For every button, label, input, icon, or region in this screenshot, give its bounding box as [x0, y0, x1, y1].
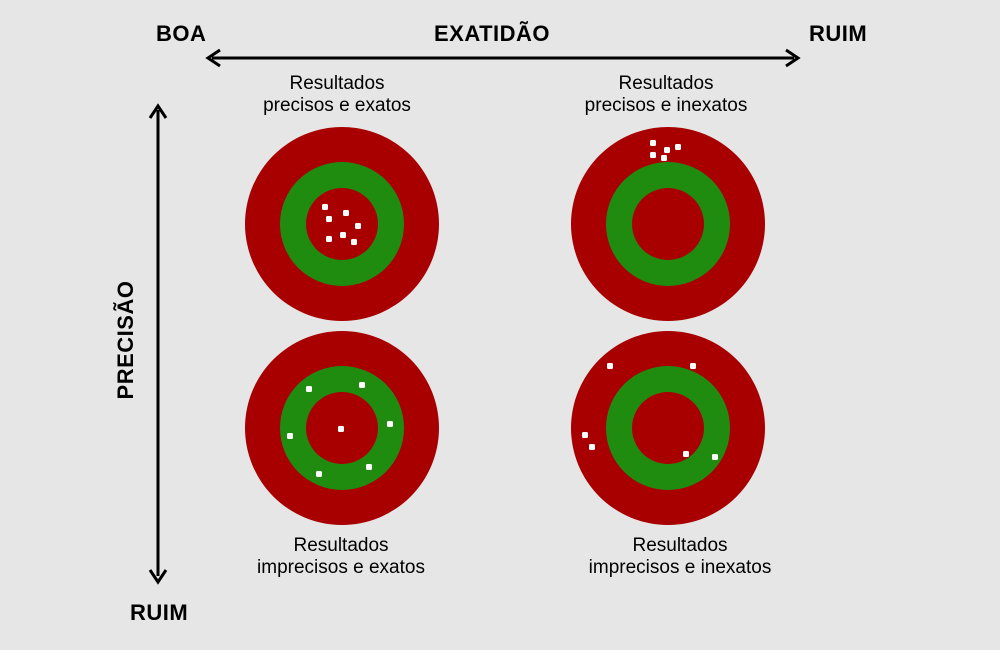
- caption-precise-accurate: Resultados precisos e exatos: [263, 73, 411, 116]
- accuracy-good-label: BOA: [156, 21, 207, 46]
- target-imprecise-inaccurate: [571, 331, 765, 525]
- target-precise-accurate: [245, 127, 439, 321]
- hit-marks: [650, 140, 681, 161]
- caption-imprecise-accurate: Resultados imprecisos e exatos: [257, 535, 425, 578]
- precision-axis-title: PRECISÃO: [113, 280, 138, 400]
- target-imprecise-accurate: [245, 331, 439, 525]
- hit-marks: [582, 363, 718, 460]
- caption-precise-inaccurate: Resultados precisos e inexatos: [584, 73, 748, 116]
- precision-bad-label: RUIM: [130, 600, 189, 625]
- caption-imprecise-inaccurate: Resultados imprecisos e inexatos: [588, 535, 772, 578]
- hit-marks: [322, 204, 361, 245]
- target-precise-inaccurate: [571, 127, 765, 321]
- accuracy-arrow: [205, 48, 801, 68]
- precision-arrow: [148, 103, 168, 585]
- hit-marks: [287, 382, 393, 477]
- accuracy-axis-title: EXATIDÃO: [434, 21, 551, 46]
- accuracy-bad-label: RUIM: [809, 21, 868, 46]
